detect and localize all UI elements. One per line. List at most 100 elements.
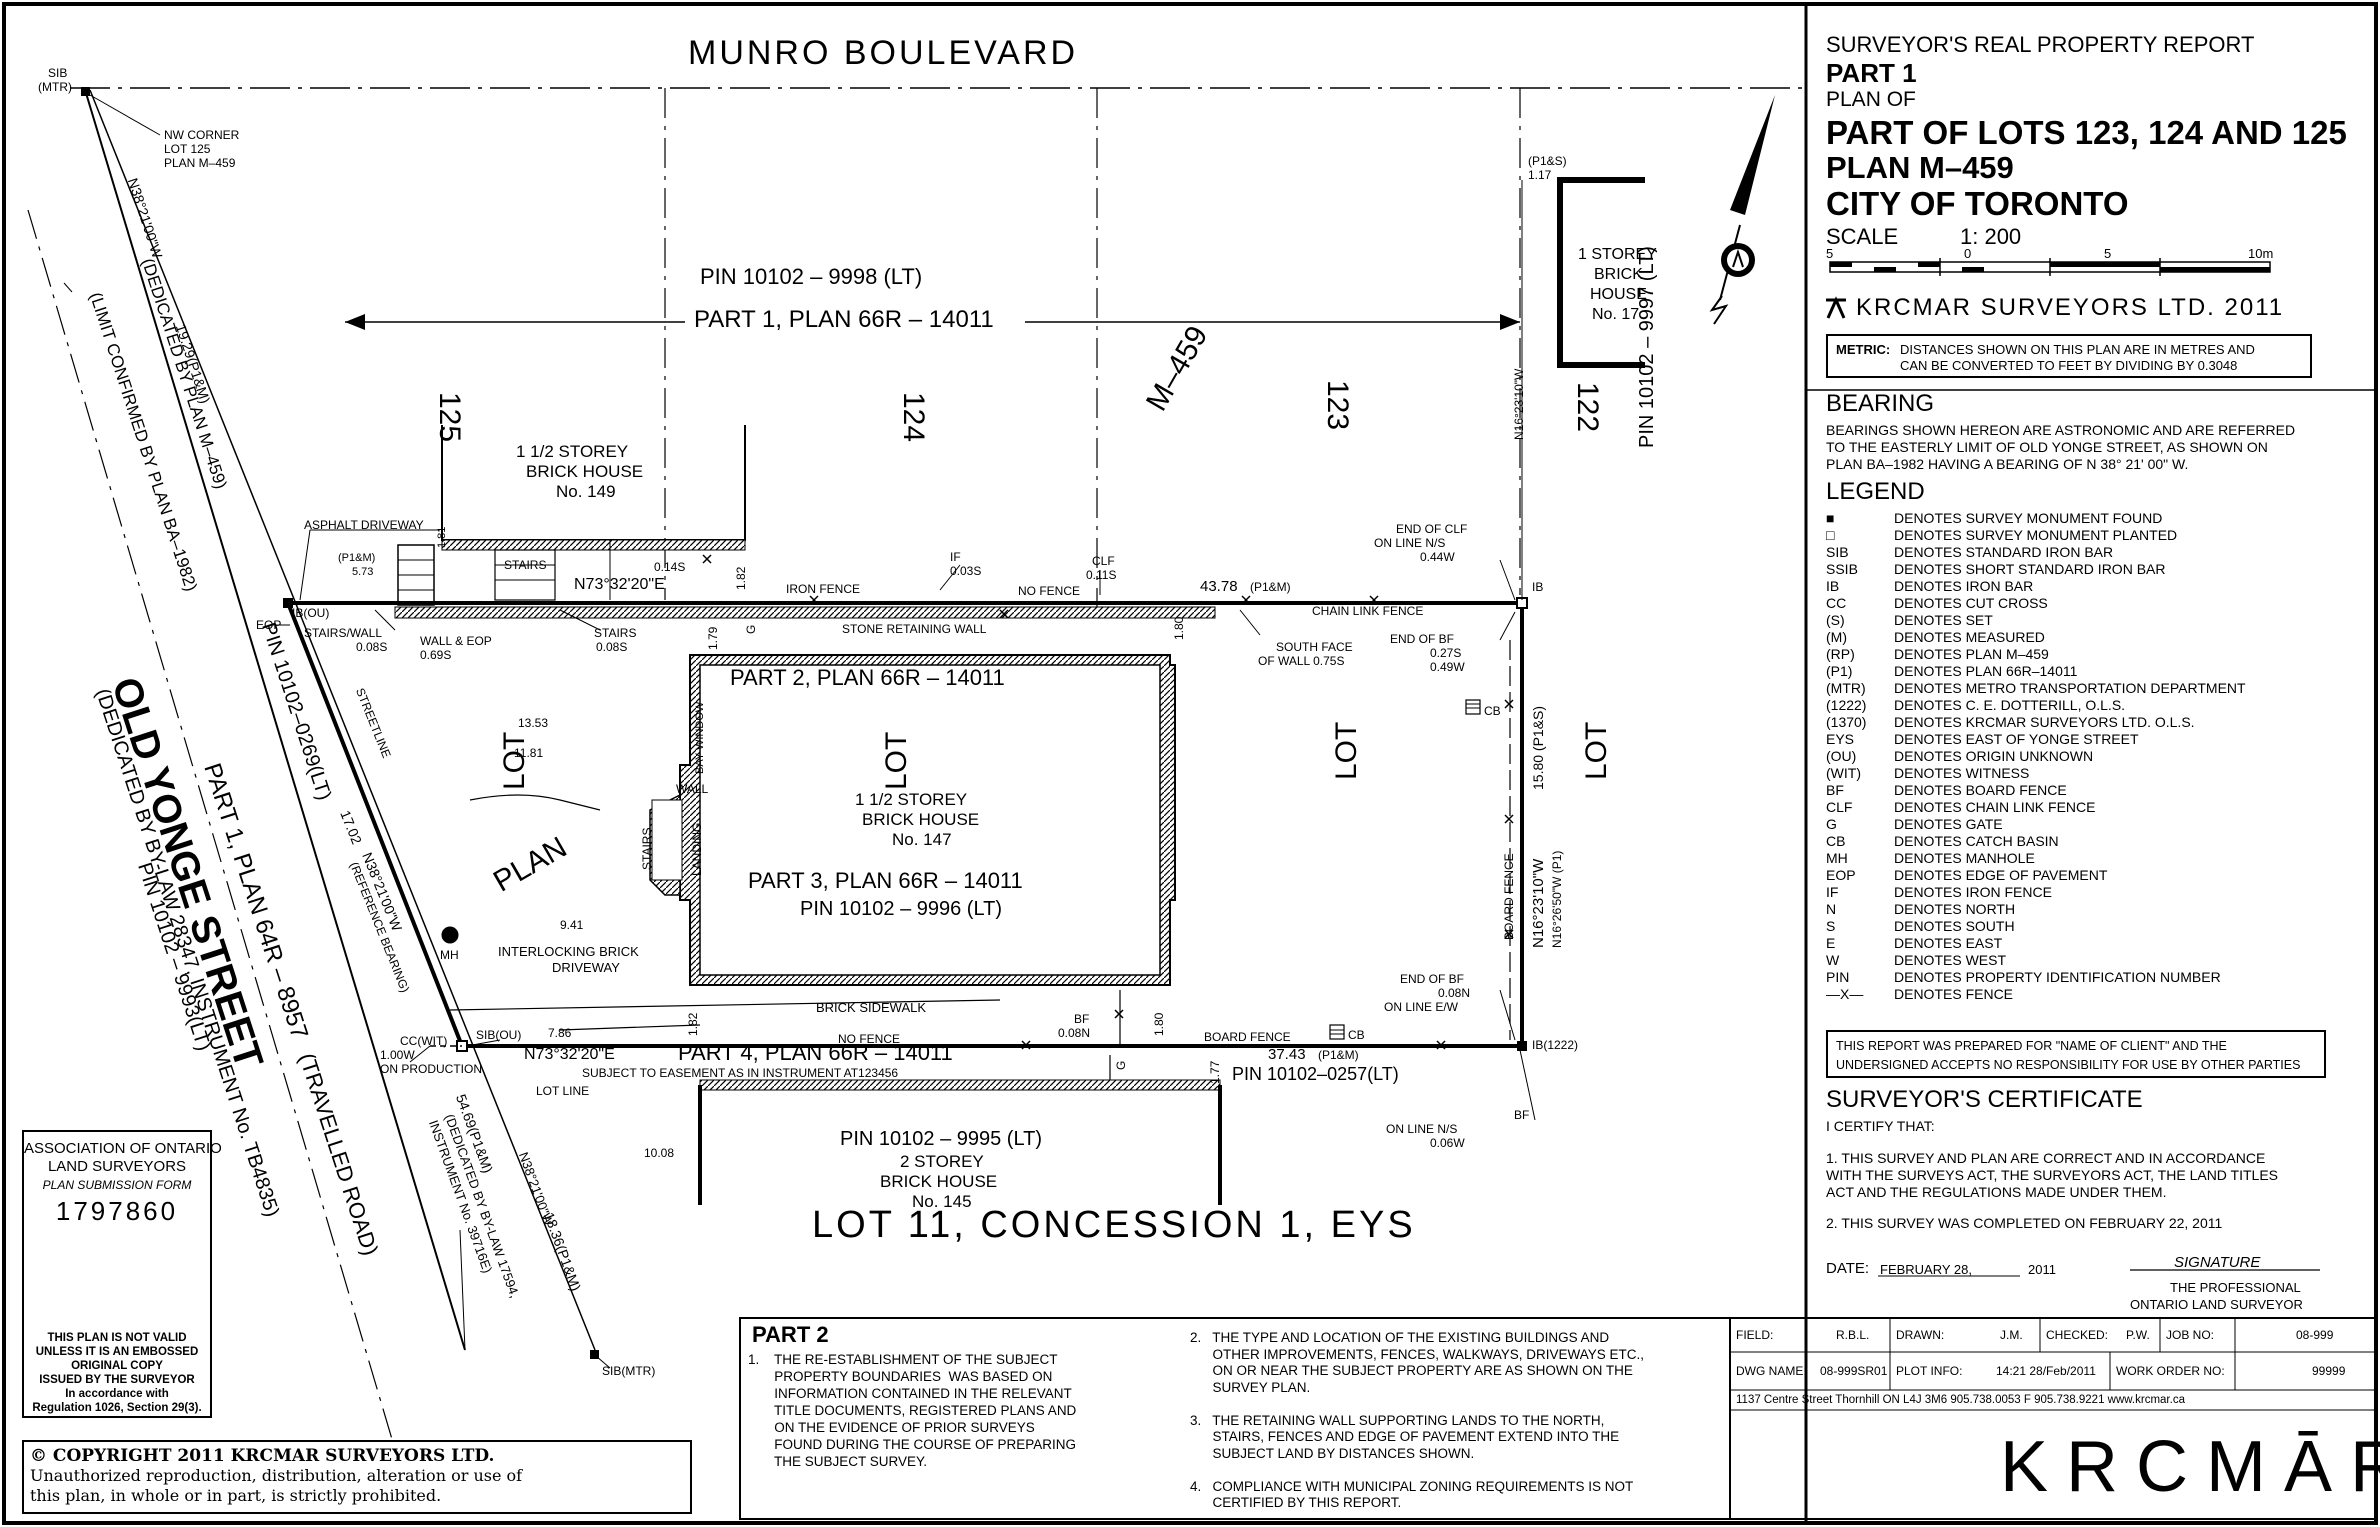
- part2-note-right-line: CERTIFIED BY THIS REPORT.: [1190, 1495, 1402, 1510]
- bearing-line-3: PLAN BA–1982 HAVING A BEARING OF N 38° 2…: [1826, 456, 2189, 472]
- no-fence-north: NO FENCE: [1018, 584, 1081, 598]
- pin-9998: PIN 10102 – 9998 (LT): [700, 264, 923, 289]
- legend-symbol: (OU): [1826, 748, 1857, 764]
- firm-line: KRCMAR SURVEYORS LTD. 2011: [1856, 294, 2285, 321]
- north-arrow-icon: [1709, 95, 1775, 325]
- report-title-1: PART OF LOTS 123, 124 AND 125: [1826, 114, 2347, 151]
- part2-note-left-line: PROPERTY BOUNDARIES WAS BASED ON: [748, 1369, 1053, 1384]
- house-145-line1: 2 STOREY: [900, 1152, 984, 1171]
- legend-description: DENOTES PLAN M–459: [1894, 646, 2049, 662]
- part3-66r-label: PART 3, PLAN 66R – 14011: [748, 868, 1023, 893]
- house-17-line1: 1 STOREY: [1578, 246, 1657, 263]
- metric-text-2: CAN BE CONVERTED TO FEET BY DIVIDING BY …: [1900, 358, 2238, 373]
- end-bf-3: 0.49W: [1430, 660, 1465, 674]
- end-bf-ew-3: ON LINE E/W: [1384, 1000, 1459, 1014]
- ib1222-label: IB(1222): [1532, 1038, 1579, 1052]
- legend-description: DENOTES PLAN 66R–14011: [1894, 663, 2078, 679]
- legend-symbol: IF: [1826, 884, 1839, 900]
- iron-fence-label: IRON FENCE: [786, 582, 861, 596]
- signature-line-1: THE PROFESSIONAL: [2170, 1280, 2301, 1295]
- tb-work-label: WORK ORDER NO:: [2116, 1364, 2225, 1378]
- bf-on-line-3: 0.06W: [1430, 1136, 1465, 1150]
- stairs-label-2: STAIRS: [594, 626, 637, 640]
- tb-checked-value: P.W.: [2126, 1328, 2150, 1342]
- d180-north: 1.80: [1172, 616, 1186, 640]
- legend-symbol: EYS: [1826, 731, 1855, 747]
- house-149-line2: BRICK HOUSE: [526, 462, 644, 481]
- on-production: ON PRODUCTION: [380, 1062, 482, 1076]
- d179: 1.79: [706, 626, 720, 650]
- tb-checked-label: CHECKED:: [2046, 1328, 2109, 1342]
- legend-symbol: CLF: [1826, 799, 1853, 815]
- d1181: 11.81: [514, 746, 544, 760]
- report-title-3: CITY OF TORONTO: [1826, 185, 2129, 222]
- d786: 7.86: [548, 1026, 572, 1040]
- aols-line-3: PLAN SUBMISSION FORM: [42, 1178, 192, 1192]
- part2-note-left-line: INFORMATION CONTAINED IN THE RELEVANT: [748, 1386, 1072, 1401]
- bearing-n16b: N16°26'50"W (P1): [1550, 850, 1564, 948]
- certificate-item1-l1: 1. THIS SURVEY AND PLAN ARE CORRECT AND …: [1826, 1150, 2266, 1166]
- board-fence-south: BOARD FENCE: [1204, 1030, 1291, 1044]
- lot-122-label: 122: [1571, 382, 1604, 433]
- legend-symbol: (1370): [1826, 714, 1867, 730]
- lot-123-label: 123: [1321, 380, 1354, 431]
- report-heading: SURVEYOR'S REAL PROPERTY REPORT: [1826, 32, 2255, 57]
- legend-description: DENOTES SHORT STANDARD IRON BAR: [1894, 561, 2166, 577]
- house-149-stairs: [494, 549, 556, 601]
- d069s: 0.69S: [420, 648, 452, 662]
- aols-valid-2: UNLESS IT IS AN EMBOSSED: [35, 1346, 199, 1358]
- legend-symbol: SIB: [1826, 544, 1849, 560]
- certificate-title: SURVEYOR'S CERTIFICATE: [1826, 1086, 2143, 1113]
- stairs-wall-label: STAIRS/WALL: [304, 626, 383, 640]
- date-label: DATE:: [1826, 1260, 1870, 1277]
- d117: 1.17: [1528, 168, 1552, 182]
- nw-corner-2: LOT 125: [164, 142, 211, 156]
- pin-9996: PIN 10102 – 9996 (LT): [800, 898, 1002, 920]
- end-clf-1: END OF CLF: [1396, 522, 1468, 536]
- legend-symbol: BF: [1826, 782, 1844, 798]
- lot-word-far-east: LOT: [1580, 721, 1613, 780]
- legend-symbol: (M): [1826, 629, 1847, 645]
- pin-0257: PIN 10102–0257(LT): [1232, 1064, 1399, 1084]
- report-title-2: PLAN M–459: [1826, 150, 2014, 185]
- house-149-wall: [441, 539, 746, 551]
- d4378-p: (P1&M): [1250, 580, 1291, 594]
- legend-description: DENOTES METRO TRANSPORTATION DEPARTMENT: [1894, 680, 2246, 696]
- legend-symbol: W: [1826, 952, 1840, 968]
- copyright-line-1: © COPYRIGHT 2011 KRCMAR SURVEYORS LTD.: [30, 1446, 495, 1466]
- signature: SIGNATURE: [2174, 1254, 2261, 1271]
- eop-label: EOP: [256, 618, 282, 632]
- legend-symbol: CC: [1826, 595, 1847, 611]
- lot-124-label: 124: [897, 392, 930, 443]
- house-145-line2: BRICK HOUSE: [880, 1172, 998, 1191]
- d182-south: 1.82: [686, 1012, 700, 1036]
- aols-valid-1: THIS PLAN IS NOT VALID: [47, 1332, 187, 1344]
- part1-arrowhead-right: [1500, 314, 1520, 330]
- legend-description: DENOTES SET: [1894, 612, 1993, 628]
- legend-symbol: (RP): [1826, 646, 1855, 662]
- d182-north: 1.82: [734, 566, 748, 590]
- certificate-item1-l2: WITH THE SURVEYS ACT, THE SURVEYORS ACT,…: [1826, 1167, 2279, 1183]
- end-bf-2: 0.27S: [1430, 646, 1462, 660]
- d180-south: 1.80: [1152, 1012, 1166, 1036]
- end-clf-2: ON LINE N/S: [1374, 536, 1446, 550]
- pin-9997: PIN 10102 – 9997 (LT): [1636, 246, 1658, 448]
- legend-symbol: —X—: [1826, 986, 1864, 1002]
- legend-description: DENOTES EAST: [1894, 935, 2003, 951]
- part2-note-left-line: THE SUBJECT SURVEY.: [748, 1454, 928, 1469]
- landing-box: [651, 799, 683, 881]
- yonge-east-limit-line: [85, 92, 466, 1351]
- part2-note-right-line: SURVEY PLAN.: [1190, 1379, 1311, 1395]
- house-17-line4: No. 17: [1592, 306, 1640, 323]
- d3743-p: (P1&M): [1318, 1048, 1359, 1062]
- tb-field-value: R.B.L.: [1836, 1328, 1870, 1342]
- house-145-wall: [699, 1079, 1221, 1091]
- house-147-line3: No. 147: [892, 830, 952, 849]
- house-145-line3: No. 145: [912, 1192, 972, 1211]
- bearing-n73-north: N73°32'20"E: [574, 576, 665, 593]
- board-fence-vertical: BOARD FENCE: [1502, 853, 1516, 940]
- g-label-south: G: [1114, 1060, 1128, 1070]
- lot-word-centre: LOT: [880, 731, 913, 790]
- part2-note-left-line: TITLE DOCUMENTS, REGISTERED PLANS AND: [748, 1403, 1077, 1418]
